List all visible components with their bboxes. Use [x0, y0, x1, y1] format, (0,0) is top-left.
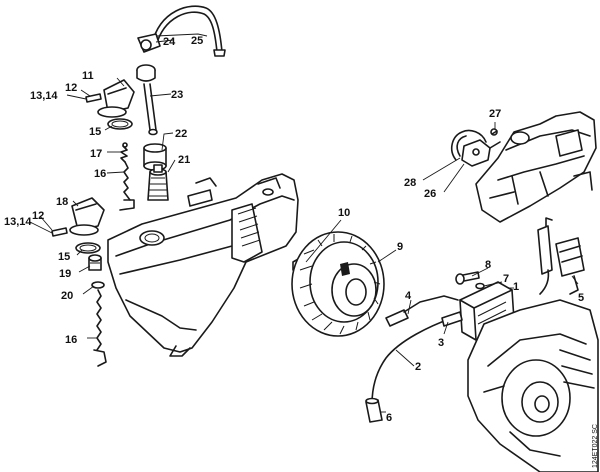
- ht-lead-2: [371, 317, 453, 405]
- callout-2: 2: [415, 361, 421, 373]
- spark-plug-cap-6: [365, 397, 383, 423]
- seal-15a: [107, 118, 133, 130]
- callout-13-14b: 13,14: [4, 216, 32, 228]
- retainer-chain-16a: [119, 161, 135, 211]
- callout-3: 3: [438, 337, 444, 349]
- wire-28: [450, 129, 487, 161]
- switch-26: [461, 139, 501, 167]
- flywheel-9: [291, 231, 385, 337]
- callout-15a: 15: [89, 126, 101, 138]
- pin-12a: [85, 93, 102, 103]
- screw-27: [490, 128, 498, 136]
- callout-23: 23: [171, 89, 183, 101]
- leader-lines: [29, 33, 579, 413]
- callout-20: 20: [61, 290, 73, 302]
- handle-frame: [475, 111, 597, 223]
- fan-housing: [467, 299, 599, 472]
- callout-19: 19: [59, 268, 71, 280]
- callout-5: 5: [578, 292, 584, 304]
- washer-20: [91, 281, 105, 289]
- callout-1: 1: [513, 281, 519, 293]
- screw-8: [455, 271, 480, 285]
- callout-16a: 16: [94, 168, 106, 180]
- short-circuit-wire-5: [537, 217, 585, 295]
- callout-22: 22: [175, 128, 187, 140]
- callout-18: 18: [56, 196, 68, 208]
- oil-cap-18: [69, 197, 105, 236]
- pin-12b: [51, 227, 68, 237]
- callout-12b: 12: [32, 210, 44, 222]
- fuel-cap-11: [97, 79, 135, 118]
- oil-pickup-19: [88, 254, 102, 271]
- fitting-24: [137, 33, 161, 53]
- drawing-reference: 124ET022 SC: [592, 424, 599, 468]
- callout-24: 24: [163, 36, 176, 48]
- tank-housing: [107, 173, 299, 357]
- callout-4: 4: [405, 290, 412, 302]
- callout-17: 17: [90, 148, 102, 160]
- callout-11: 11: [82, 70, 94, 82]
- callout-9: 9: [397, 241, 403, 253]
- retainer-chain-16b: [93, 289, 107, 367]
- callout-12a: 12: [65, 82, 77, 94]
- callout-6: 6: [386, 412, 392, 424]
- callout-13-14a: 13,14: [30, 90, 58, 102]
- fuel-line-25: [151, 5, 226, 57]
- callout-27: 27: [489, 108, 501, 120]
- callout-8: 8: [485, 259, 491, 271]
- spring-17: [120, 142, 128, 163]
- washer-7: [475, 282, 485, 290]
- callout-28: 28: [404, 177, 416, 189]
- grommet-elbow: [136, 64, 156, 82]
- callout-26: 26: [424, 188, 436, 200]
- callout-7: 7: [503, 273, 509, 285]
- callouts: 25 24 11 12 13,14 23 15 22 17 21 16 18 1…: [4, 35, 584, 424]
- spark-plug-boot-4: [385, 295, 459, 327]
- callout-25: 25: [191, 35, 203, 47]
- callout-10: 10: [338, 207, 350, 219]
- callout-15b: 15: [58, 251, 70, 263]
- callout-21: 21: [178, 154, 190, 166]
- fuel-filter-21: [147, 164, 169, 201]
- seal-15b: [75, 242, 101, 254]
- pickup-hose-23: [143, 83, 158, 136]
- callout-16b: 16: [65, 334, 77, 346]
